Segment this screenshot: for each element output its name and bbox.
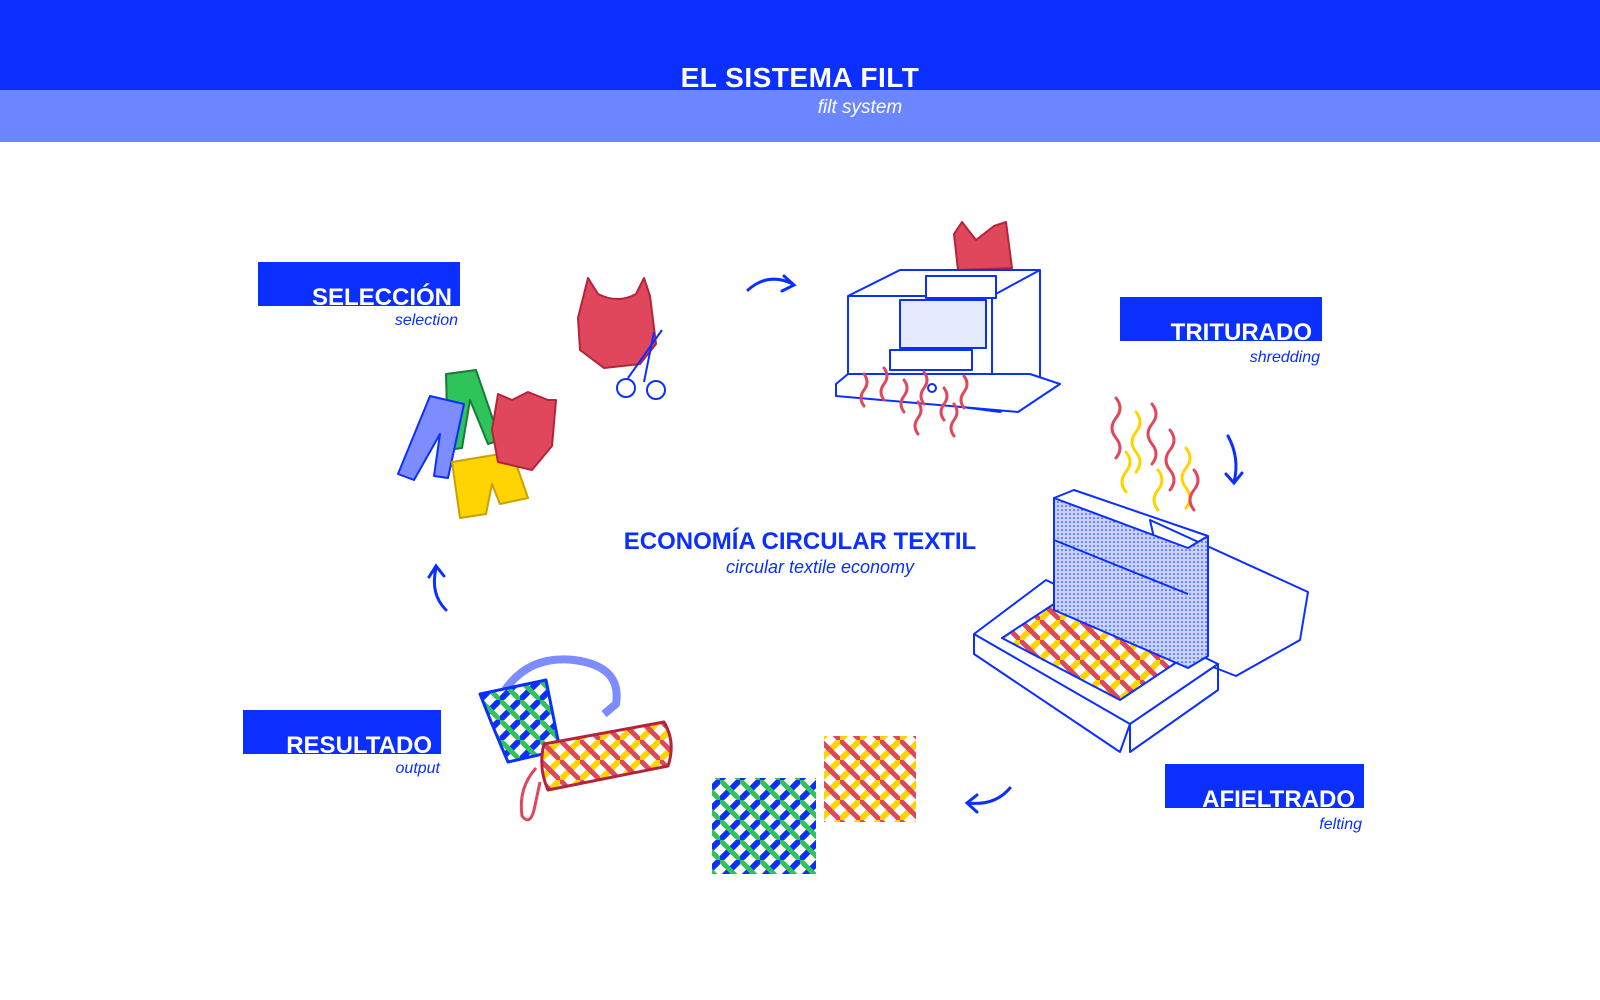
step-subtitle-afieltrado: felting [1319, 816, 1362, 833]
step-title-seleccion: SELECCIÓN [311, 284, 452, 311]
page-subtitle: filt system [817, 97, 903, 118]
arrow-icon-3 [964, 786, 1012, 814]
step-subtitle-seleccion: selection [394, 312, 458, 329]
felt-square-warm-icon [824, 736, 916, 822]
shredder-machine-icon [835, 221, 1061, 413]
step-title-afieltrado: AFIELTRADO [1202, 786, 1355, 813]
step-label-box-resultado [243, 710, 441, 754]
step-label-box-afieltrado [1165, 764, 1364, 808]
header-bar [0, 0, 1600, 90]
step-subtitle-resultado: output [395, 760, 440, 777]
top-with-scissors-icon [577, 277, 666, 400]
page-title: EL SISTEMA FILT [680, 62, 920, 93]
shredded-fibers-icon [859, 366, 969, 438]
felting-machine-icon [973, 489, 1309, 753]
arrow-icon-4 [427, 563, 448, 612]
felt-square-cool-icon [712, 778, 816, 874]
step-subtitle-triturado: shredding [1249, 349, 1320, 366]
step-title-resultado: RESULTADO [286, 732, 432, 759]
arrow-icon-1 [746, 274, 797, 293]
step-label-box-triturado [1120, 297, 1322, 341]
fibers-icon [1110, 396, 1200, 512]
clothes-pile-icon [397, 369, 557, 519]
center-title: ECONOMÍA CIRCULAR TEXTIL [623, 528, 977, 555]
step-label-box-seleccion [258, 262, 460, 306]
pencil-case-icon [519, 720, 673, 822]
header-subbar [0, 90, 1600, 142]
step-title-triturado: TRITURADO [1170, 319, 1312, 346]
arrow-icon-2 [1224, 434, 1244, 486]
center-subtitle: circular textile economy [725, 557, 915, 577]
